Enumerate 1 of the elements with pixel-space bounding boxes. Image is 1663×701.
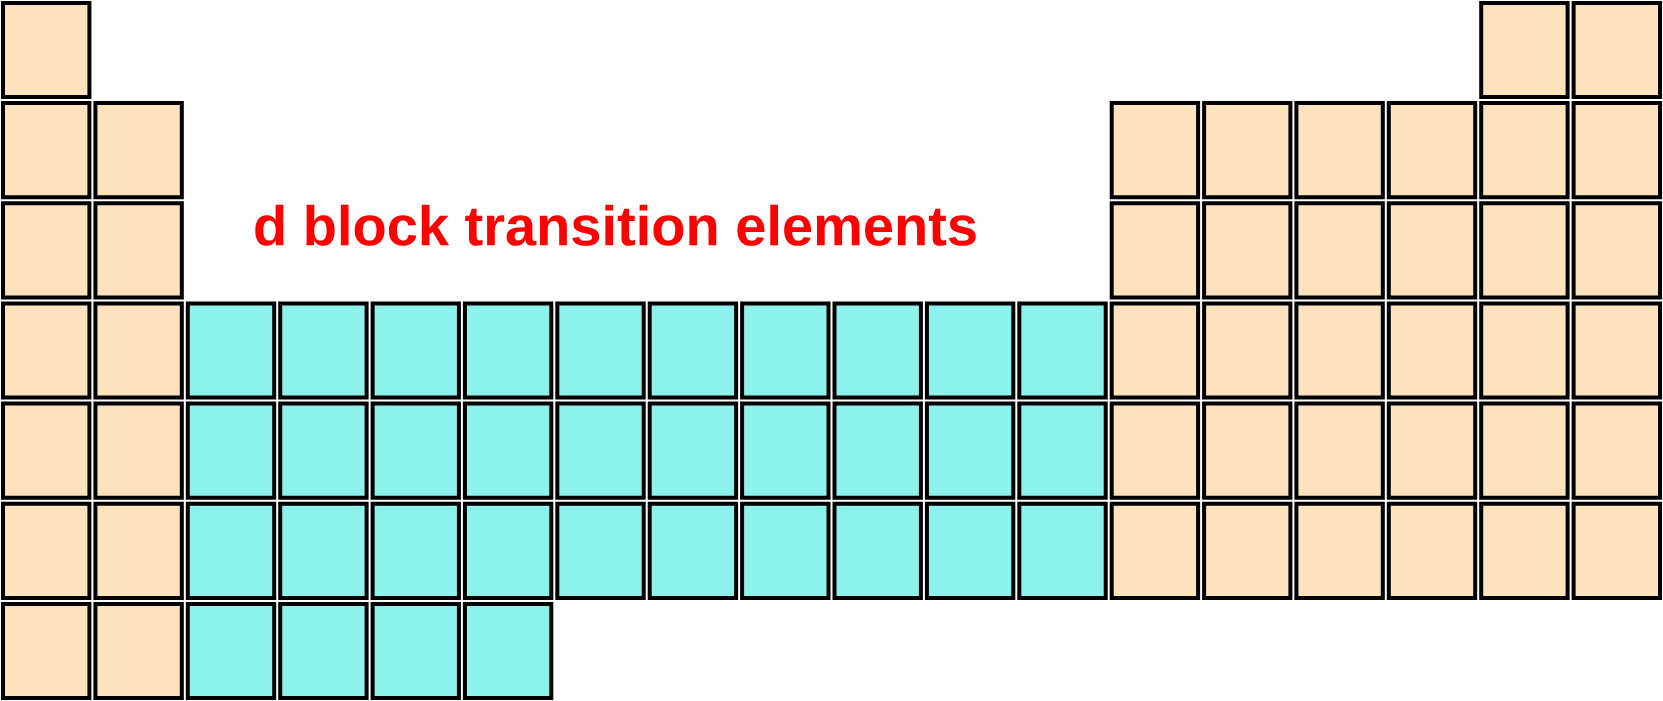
heading-text: d block transition elements xyxy=(255,204,976,246)
